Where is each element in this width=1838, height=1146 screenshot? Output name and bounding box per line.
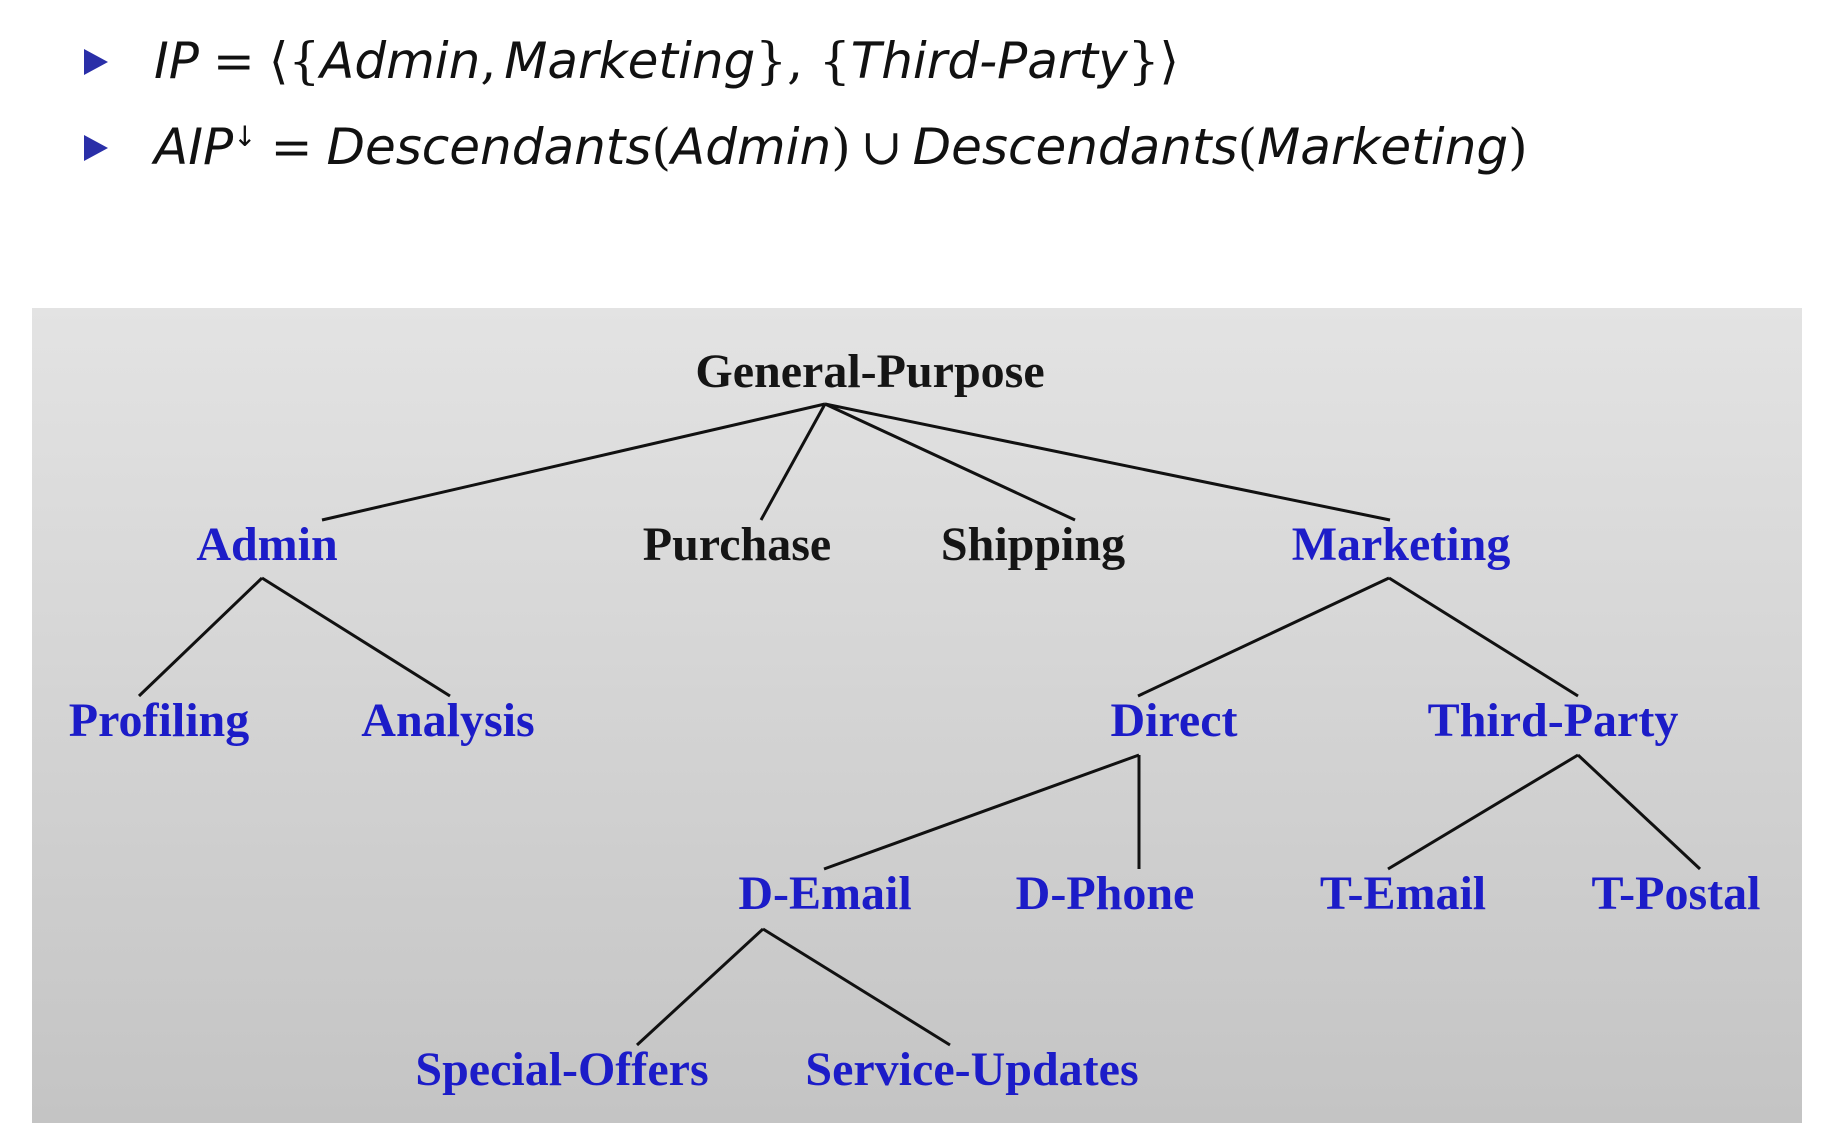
bullet-line-aip: AIP ↓ = Descendants ( Admin ) ∪ Descenda… (84, 118, 1528, 176)
bullet-line-ip: IP = ⟨{ Admin , Marketing }, { Third-Par… (84, 32, 1179, 90)
purpose-tree-panel: General-Purpose Admin Purchase Shipping … (32, 308, 1802, 1123)
node-t-email: T-Email (1319, 867, 1487, 920)
node-general-purpose: General-Purpose (695, 345, 1045, 398)
edge-thirdparty-tpostal (1576, 753, 1702, 871)
edge-marketing-direct (1137, 576, 1390, 698)
edge-gp-admin (321, 402, 826, 522)
aip-admin: Admin (670, 118, 832, 176)
node-service-updates: Service-Updates (805, 1043, 1139, 1096)
paren-open: ( (1237, 118, 1258, 176)
edge-marketing-thirdparty (1388, 576, 1579, 698)
union-symbol: ∪ (860, 118, 903, 176)
edge-demail-specialoffers (635, 927, 765, 1047)
edge-admin-profiling (137, 576, 264, 698)
aip-marketing: Marketing (1257, 118, 1509, 176)
node-analysis: Analysis (361, 694, 535, 747)
node-third-party: Third-Party (1427, 694, 1679, 747)
node-profiling: Profiling (68, 694, 250, 747)
node-special-offers: Special-Offers (415, 1043, 709, 1096)
node-shipping: Shipping (940, 518, 1126, 571)
equals-sign: = (212, 32, 255, 90)
paren-open: ( (651, 118, 671, 176)
ip-admin: Admin (320, 32, 481, 90)
node-d-phone: D-Phone (1015, 867, 1195, 920)
down-arrow-superscript: ↓ (233, 120, 257, 153)
edge-demail-serviceupdates (762, 927, 951, 1047)
triangle-bullet-icon (84, 135, 108, 161)
ip-marketing: Marketing (504, 32, 756, 90)
mid-bracket: }, { (755, 32, 851, 90)
edge-direct-demail (823, 753, 1140, 871)
aip-symbol: AIP (154, 118, 234, 176)
node-purchase: Purchase (642, 518, 832, 571)
node-t-postal: T-Postal (1591, 867, 1761, 920)
ip-third-party: Third-Party (850, 32, 1128, 90)
descendants-function-1: Descendants (326, 118, 652, 176)
descendants-function-2: Descendants (912, 118, 1238, 176)
edge-admin-analysis (261, 576, 451, 698)
node-d-email: D-Email (738, 867, 912, 920)
node-marketing: Marketing (1291, 518, 1511, 571)
edge-gp-purchase (759, 403, 827, 521)
ip-symbol: IP (154, 32, 199, 90)
open-bracket: ⟨{ (268, 32, 321, 90)
node-direct: Direct (1110, 694, 1238, 747)
edge-gp-shipping (824, 402, 1076, 522)
node-admin: Admin (196, 518, 338, 571)
comma: , (480, 32, 497, 90)
close-bracket: }⟩ (1127, 32, 1180, 90)
paren-close: ) (831, 118, 851, 176)
edge-gp-marketing (824, 402, 1391, 522)
equals-sign: = (270, 118, 313, 176)
tree-edges (137, 402, 1702, 1047)
paren-close: ) (1508, 118, 1528, 176)
edge-thirdparty-temail (1387, 753, 1579, 871)
triangle-bullet-icon (84, 49, 108, 75)
